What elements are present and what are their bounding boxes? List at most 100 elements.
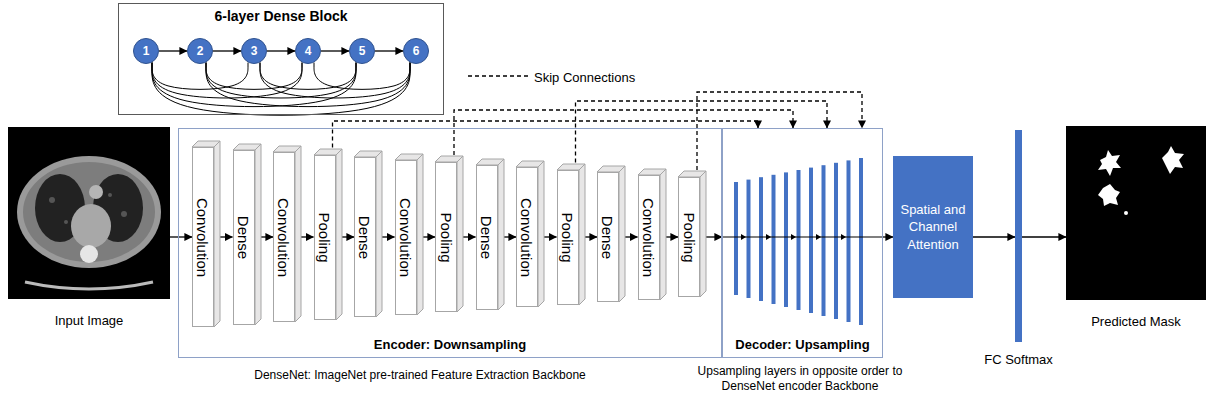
upsampling-bar [747,180,751,298]
ct-opacity [108,193,112,197]
layer-number: 4 [305,45,312,57]
legend-text: Skip Connections [534,70,635,85]
flow-arrow [170,236,192,237]
slab-face [538,161,544,307]
input-image: Input Image [8,127,170,299]
skip-connection [454,110,793,162]
dense-connection [260,63,410,98]
dense-layer-circle: 5 [349,38,375,64]
layer-slab: Pooling [435,162,457,312]
mask-lesion [1098,184,1120,206]
upsampling-bar [859,158,863,325]
layer-slab: Pooling [314,155,336,320]
box-title: Decoder: Upsampling [735,337,869,352]
layer-number: 3 [251,45,258,57]
layer-slab: Convolution [516,167,538,307]
mask-lesion [1098,150,1121,176]
upsampling-bar [759,177,763,301]
layer-slab: Dense [597,172,619,302]
slab-face [700,171,706,297]
flow-arrow [213,50,241,51]
slab-face [295,146,301,322]
layer-slab: Dense [476,165,498,310]
attention-box: Spatial and Channel Attention [893,156,973,298]
upsampling-bar [847,160,851,322]
dense-block-inset: 6-layer Dense Block123456 [118,3,444,115]
upsampling-bar [797,170,801,310]
block-title: 6-layer Dense Block [214,8,347,24]
mask-lesion [1162,146,1184,174]
encoder-box: Encoder: DownsamplingConvolutionDenseCon… [178,128,722,358]
legend-entry: Skip Connections [534,68,635,86]
layer-slab: Convolution [395,160,417,315]
flow-head [841,234,846,240]
flow-arrow [1022,236,1066,237]
decoder-box: Decoder: Upsampling [722,128,883,358]
upsampling-bar [734,182,738,295]
layer-slab: Pooling [678,177,700,297]
flow-arrow [267,50,295,51]
decoder-bars [734,158,863,325]
label-holder: Upsampling layers in opposite order to D… [675,364,925,394]
slab-face [579,164,585,305]
layer-slab: Dense [354,157,376,317]
dense-connection [152,63,410,116]
layer-name: Convolution [519,197,536,276]
image-caption: Input Image [55,313,124,328]
layer-name: Convolution [195,197,212,276]
upsampling-bar [809,168,813,313]
flow-head [741,234,746,240]
slab-face [336,149,342,320]
layer-number: 5 [359,45,366,57]
slab-face [255,144,261,325]
dense-layer-circle: 1 [133,38,159,64]
layer-number: 2 [197,45,204,57]
slab-face [498,159,504,310]
layer-name: Dense [600,215,617,258]
upsampling-bar [822,165,826,316]
ct-opacity [49,197,55,203]
layer-slab: Convolution [273,152,295,322]
ct-table [25,282,153,289]
upsampling-bar [772,175,776,304]
legend-line [468,75,528,76]
dense-connection [206,63,302,90]
layer-name: Convolution [276,197,293,276]
upsampling-bar [784,172,788,307]
dense-layer-circle: 3 [241,38,267,64]
layer-name: Pooling [316,212,333,262]
mask-background [1066,126,1206,300]
flow-arrow [973,236,1015,237]
layer-name: Convolution [640,197,657,276]
flow-arrow [159,50,187,51]
layer-caption: FC Softmax [984,352,1053,367]
layer-name: Dense [357,215,374,258]
layer-slab: Dense [233,150,255,325]
mask-lesion [1124,211,1128,215]
ct-spine [80,245,98,263]
layer-slab: Pooling [557,170,579,305]
dense-connection [314,63,410,90]
flow-head [766,234,771,240]
slab-face [417,154,423,315]
image-caption: Predicted Mask [1091,314,1181,329]
slab-face [619,166,625,302]
ct-aorta [89,185,103,199]
caption-note: Upsampling layers in opposite order to D… [675,364,925,394]
flow-arrow [375,50,403,51]
module-name: Spatial and Channel Attention [899,201,967,254]
fc-softmax-bar: FC Softmax [1015,130,1022,342]
dense-connection [152,63,248,90]
layer-name: Dense [235,215,252,258]
layer-name: Convolution [397,197,414,276]
caption-note: DenseNet: ImageNet pre-trained Feature E… [210,368,630,383]
upsampling-bar [834,163,838,319]
flow-arrow [883,236,893,237]
ct-opacity [64,220,68,224]
slab-face [457,156,463,312]
dense-layer-circle: 2 [187,38,213,64]
slab-face [214,141,220,327]
slab-face [660,169,666,300]
flow-head [816,234,821,240]
layer-name: Pooling [559,212,576,262]
